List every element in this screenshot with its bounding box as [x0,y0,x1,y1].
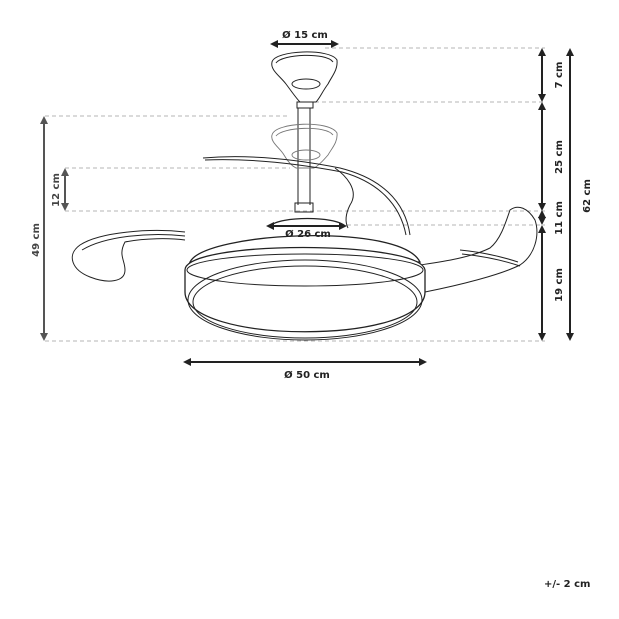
label-housing-height: 11 cm [554,201,565,235]
blade-left [71,230,186,282]
label-total-height: 62 cm [582,179,593,213]
dim-light-diameter: Ø 50 cm [183,358,427,381]
label-adjusted-height: 49 cm [31,223,42,257]
label-body-height: 19 cm [554,268,565,302]
canopy [271,51,338,109]
tolerance-note: +/- 2 cm [544,579,590,590]
dim-housing-diameter: Ø 26 cm [266,222,347,240]
label-rod-height: 25 cm [554,140,565,174]
blade-right [419,206,538,293]
canopy-lowered-ghost [271,123,338,169]
dim-left-stack: 49 cm 12 cm [31,116,69,341]
light-body [184,246,426,341]
label-canopy-diameter: Ø 15 cm [282,29,328,41]
label-light-diameter: Ø 50 cm [284,369,330,381]
label-canopy-height: 7 cm [554,62,565,89]
label-adjustable-range: 12 cm [51,173,62,207]
reference-lines [45,47,545,342]
dim-canopy-diameter: Ø 15 cm [270,29,339,48]
dim-right-stack: 7 cm 25 cm 11 cm 19 cm 62 cm [538,48,593,341]
label-housing-diameter: Ø 26 cm [285,228,331,240]
